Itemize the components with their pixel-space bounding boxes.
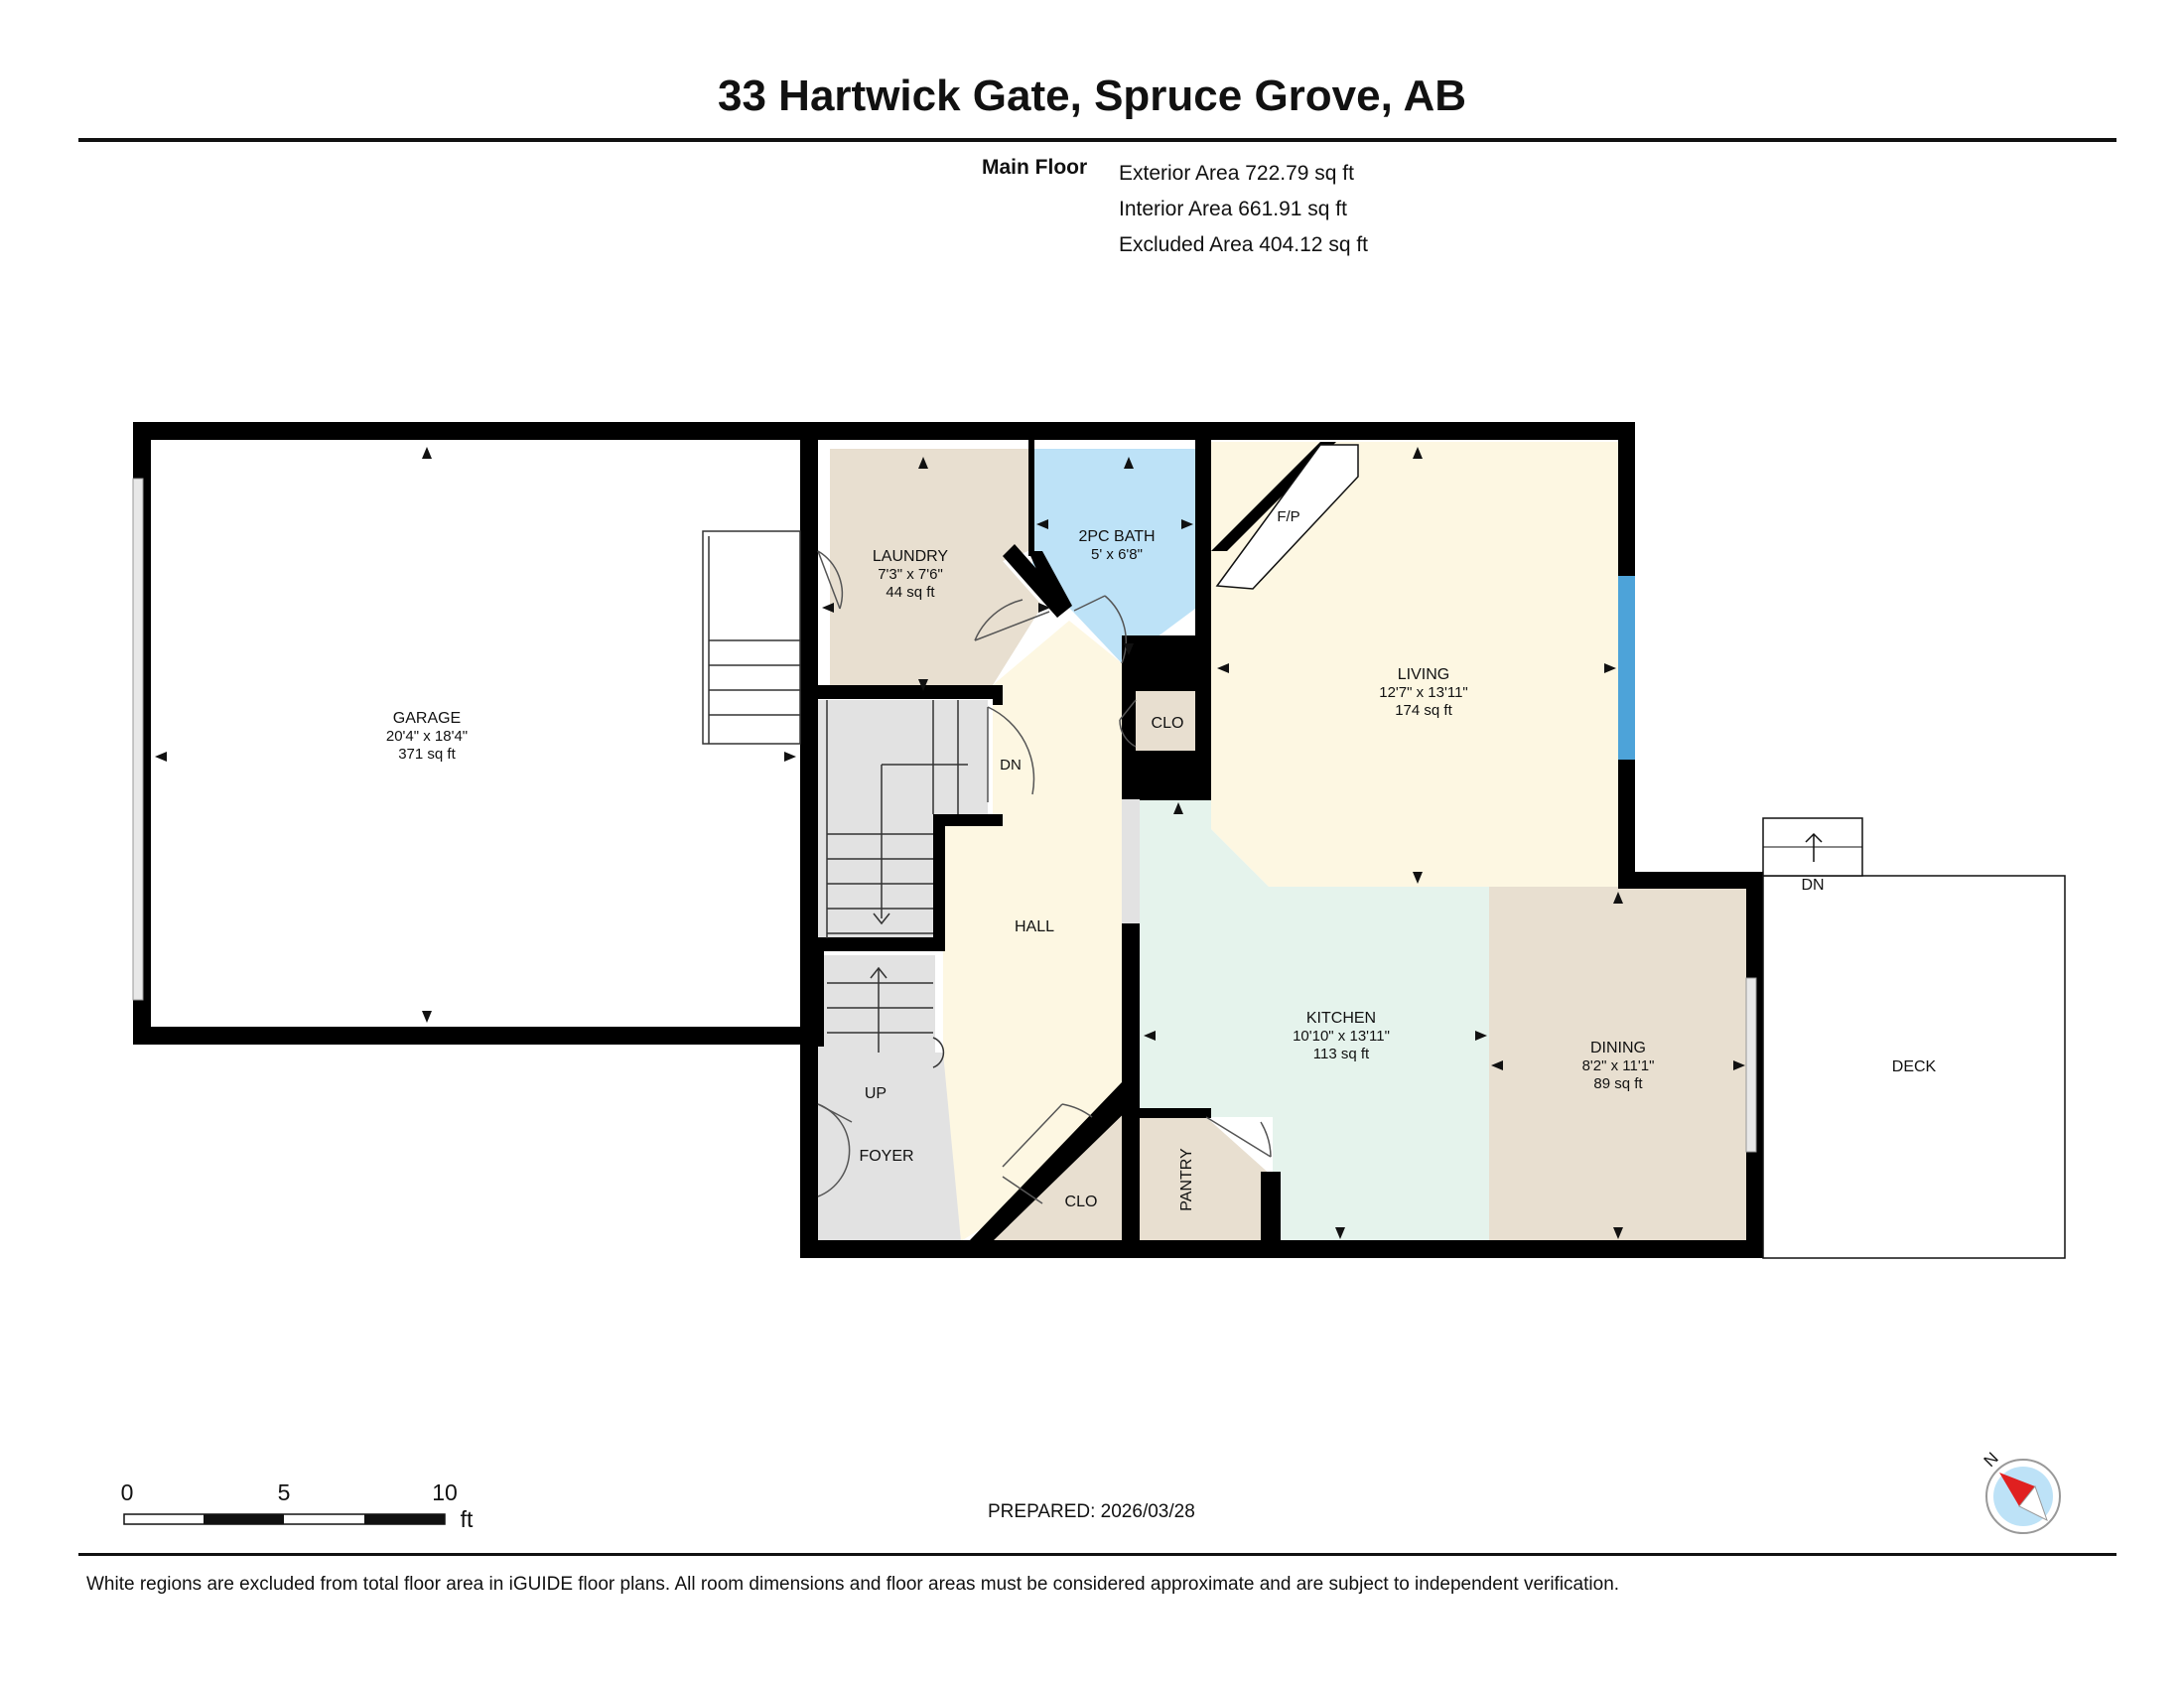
page-title: 33 Hartwick Gate, Spruce Grove, AB xyxy=(718,71,1466,120)
living-window xyxy=(1618,576,1635,760)
compass-icon: N xyxy=(1980,1449,2061,1534)
interior-area: Interior Area 661.91 sq ft xyxy=(1119,198,1347,220)
foyer-name: FOYER xyxy=(859,1148,913,1165)
floor-name: Main Floor xyxy=(982,156,1088,179)
dining-name: DINING xyxy=(1590,1040,1646,1056)
kitchen-name: KITCHEN xyxy=(1306,1010,1376,1027)
living-name: LIVING xyxy=(1398,666,1449,683)
excluded-area: Excluded Area 404.12 sq ft xyxy=(1119,233,1369,256)
garage-name: GARAGE xyxy=(393,710,461,727)
living-fill xyxy=(1211,442,1622,887)
bath-name: 2PC BATH xyxy=(1078,528,1155,545)
garage-dims: 20'4" x 18'4" xyxy=(386,728,468,745)
scale-tick-10: 10 xyxy=(432,1479,458,1505)
living-area: 174 sq ft xyxy=(1395,702,1452,719)
exterior-area: Exterior Area 722.79 sq ft xyxy=(1119,162,1354,185)
scale-tick-0: 0 xyxy=(121,1479,134,1505)
stair-down-label: DN xyxy=(1000,757,1022,774)
dining-area: 89 sq ft xyxy=(1593,1075,1643,1092)
garage-steps xyxy=(702,530,801,745)
kitchen-dims: 10'10" x 13'11" xyxy=(1293,1028,1390,1045)
dining-dims: 8'2" x 11'1" xyxy=(1582,1057,1655,1074)
foyer-fill xyxy=(818,1053,961,1241)
scale-bar: 0 5 10 ft xyxy=(121,1479,474,1532)
closet-upper-fill xyxy=(1136,691,1195,751)
garage-window xyxy=(132,478,144,1001)
bath-fill xyxy=(1032,449,1199,663)
dining-door xyxy=(1745,977,1757,1153)
stairs xyxy=(826,700,968,1068)
compass-north-label: N xyxy=(1980,1449,2002,1471)
hall-opening xyxy=(1122,799,1140,923)
laundry-name: LAUNDRY xyxy=(873,548,949,565)
scale-unit: ft xyxy=(461,1506,474,1532)
laundry-dims: 7'3" x 7'6" xyxy=(878,566,943,583)
kitchen-area: 113 sq ft xyxy=(1313,1046,1370,1062)
kitchen-fill xyxy=(1140,799,1489,1241)
scale-tick-5: 5 xyxy=(278,1479,291,1505)
closet-upper-label: CLO xyxy=(1152,715,1184,732)
deck xyxy=(1762,875,2066,1259)
stairs-fill xyxy=(818,700,988,948)
footer-note: White regions are excluded from total fl… xyxy=(86,1574,1620,1595)
prepared-date: PREPARED: 2026/03/28 xyxy=(988,1501,1195,1522)
pantry-label: PANTRY xyxy=(1178,1148,1195,1211)
dimension-arrows xyxy=(155,447,1745,1239)
pantry-fill xyxy=(1140,1117,1273,1241)
hall-fill xyxy=(943,621,1122,1241)
garage-area: 371 sq ft xyxy=(398,746,456,763)
deck-stair-label: DN xyxy=(1801,877,1824,894)
header-divider xyxy=(78,138,2116,142)
laundry-fill xyxy=(830,449,1042,685)
deck-name: DECK xyxy=(1892,1058,1937,1075)
footer-divider xyxy=(78,1553,2116,1556)
doors xyxy=(817,550,1272,1204)
living-dims: 12'7" x 13'11" xyxy=(1379,684,1468,701)
fireplace-label: F/P xyxy=(1277,508,1299,525)
fireplace xyxy=(1215,444,1359,590)
hall-name: HALL xyxy=(1015,918,1054,935)
bath-dims: 5' x 6'8" xyxy=(1091,546,1143,563)
closet-lower-label: CLO xyxy=(1065,1194,1098,1210)
laundry-area: 44 sq ft xyxy=(886,584,935,601)
stair-up-label: UP xyxy=(865,1085,887,1102)
floor-area-summary: Exterior Area 722.79 sq ft Interior Area… xyxy=(1119,156,1368,263)
dining-fill xyxy=(1489,887,1749,1241)
